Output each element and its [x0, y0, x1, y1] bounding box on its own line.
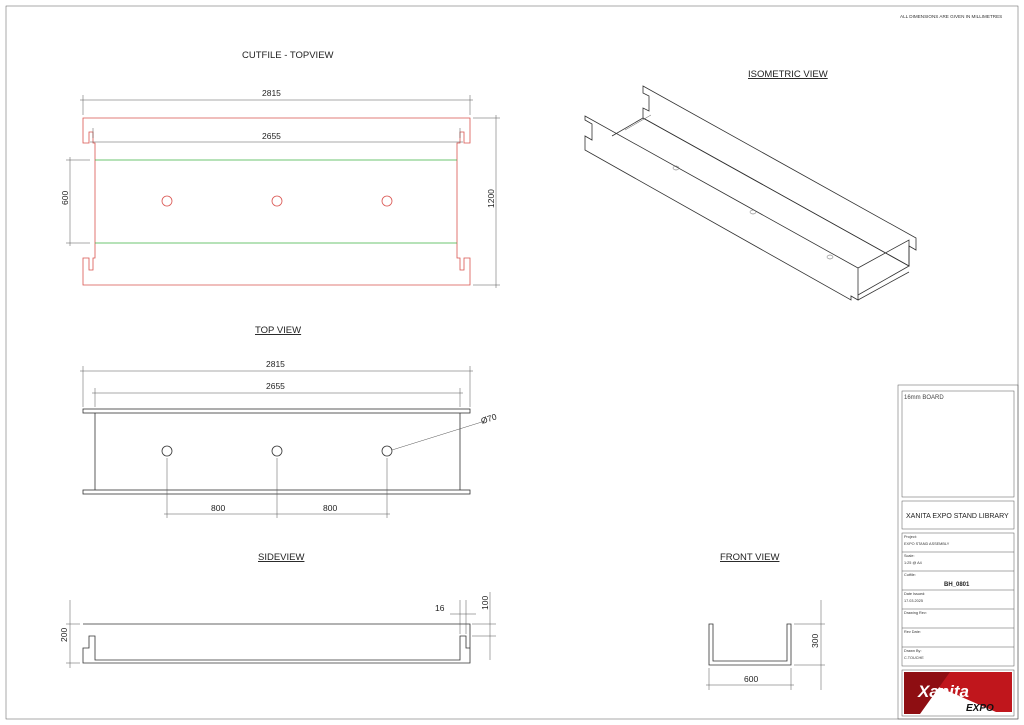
front-dim-height: 300: [810, 634, 820, 648]
title-field-label: Scale:: [904, 554, 915, 558]
top-dim-spacing-2: 800: [323, 503, 337, 513]
cutfile-dim-left: 600: [60, 191, 70, 205]
top-hole-1: [161, 445, 173, 457]
side-dim-slot-w: 16: [435, 603, 445, 613]
top-hole-3: [381, 445, 393, 457]
title-field-label: Project:: [904, 535, 917, 539]
top-view: TOP VIEW Ø70 2815 2655 800 800: [80, 325, 498, 518]
side-dim-height: 200: [59, 628, 69, 642]
title-block: 16mm BOARD XANITA EXPO STAND LIBRARY Pro…: [897, 384, 1019, 720]
cutfile-outline: [82, 117, 471, 286]
cutfile-hole-3: [381, 195, 393, 207]
cutfile-view: CUTFILE - TOPVIEW 2815 2655 600 1200: [60, 50, 500, 288]
title-field-value: BH_0801: [944, 582, 970, 588]
cutfile-dim-inner: 2655: [262, 131, 281, 141]
title-field-label: Cutfile:: [904, 573, 916, 577]
cutfile-dim-right: 1200: [486, 189, 496, 208]
title-field-value: 1:25 @ A4: [904, 561, 922, 565]
top-dim-inner: 2655: [266, 381, 285, 391]
cutfile-dim-overall: 2815: [262, 88, 281, 98]
logo-main: Xanita: [917, 682, 969, 701]
isometric-title: ISOMETRIC VIEW: [748, 69, 828, 80]
cutfile-hole-2: [271, 195, 283, 207]
front-view-title: FRONT VIEW: [720, 552, 779, 563]
cutfile-title: CUTFILE - TOPVIEW: [242, 50, 334, 61]
side-dim-slot-h: 100: [480, 596, 490, 610]
title-field-value: C.TOUCHE: [904, 656, 924, 660]
title-field-value: 17.03.2025: [904, 599, 923, 603]
logo-sub: EXPO: [966, 703, 994, 714]
front-view: FRONT VIEW 600 300: [706, 552, 825, 690]
title-field-label: Drawn By:: [904, 649, 922, 653]
cutfile-hole-1: [161, 195, 173, 207]
title-field-label: Date Issued:: [904, 592, 925, 596]
side-view-title: SIDEVIEW: [258, 552, 304, 563]
front-dim-width: 600: [744, 674, 758, 684]
material-label: 16mm BOARD: [904, 395, 944, 401]
title-field-value: EXPO STAND ASSEMBLY: [904, 542, 950, 546]
isometric-view: ISOMETRIC VIEW: [584, 69, 917, 301]
top-dim-spacing-1: 800: [211, 503, 225, 513]
side-view: SIDEVIEW 200 16 100: [59, 552, 496, 668]
top-dim-hole: Ø70: [480, 411, 499, 426]
sheet-border: [5, 5, 1019, 720]
top-hole-2: [271, 445, 283, 457]
top-dim-overall: 2815: [266, 359, 285, 369]
dimensions-note: ALL DIMENSIONS ARE GIVEN IN MILLIMETRES: [900, 14, 1002, 19]
top-view-title: TOP VIEW: [255, 325, 301, 336]
title-field-label: Drawing Rev:: [904, 611, 927, 615]
library-title: XANITA EXPO STAND LIBRARY: [906, 513, 1009, 520]
title-field-label: Rev Date:: [904, 630, 921, 634]
